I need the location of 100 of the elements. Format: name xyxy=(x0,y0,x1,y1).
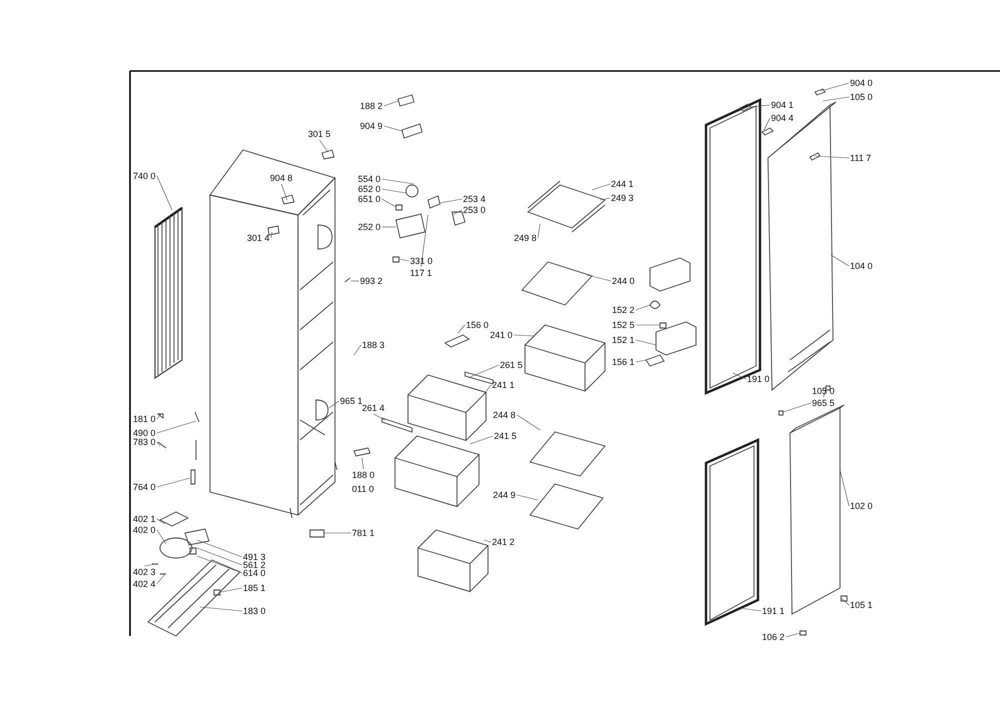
callout-number: 764 0 xyxy=(133,482,156,492)
leader-line xyxy=(750,104,770,108)
leader-line xyxy=(586,274,612,282)
callout-number: 105 0 xyxy=(812,386,835,396)
callout-number: 183 0 xyxy=(243,606,266,616)
leader-line xyxy=(420,214,428,268)
callout-number: 781 1 xyxy=(352,528,375,538)
leader-line xyxy=(636,304,650,310)
callout-number: 904 4 xyxy=(771,113,794,123)
callout-number: 188 3 xyxy=(362,340,385,350)
callout-number: 490 0 xyxy=(133,428,156,438)
leader-line xyxy=(156,518,166,524)
leader-line xyxy=(782,402,812,412)
leader-line xyxy=(822,96,850,102)
callout-number: 152 1 xyxy=(612,335,635,345)
callout-number: 561 2 xyxy=(243,560,266,570)
leader-line xyxy=(636,340,656,346)
callout-number: 301 4 xyxy=(247,233,270,243)
leader-line xyxy=(440,198,462,204)
callout-number: 261 5 xyxy=(500,360,523,370)
leader-line xyxy=(200,606,242,612)
leader-line xyxy=(220,588,242,592)
leader-line xyxy=(764,118,770,130)
callout-number: 301 5 xyxy=(308,129,331,139)
leader-line xyxy=(382,188,406,194)
callout-number: 241 5 xyxy=(494,431,517,441)
leader-line xyxy=(600,198,610,200)
callout-number: 244 9 xyxy=(493,490,516,500)
leader-line xyxy=(820,82,850,92)
leader-line xyxy=(156,530,166,544)
leader-line xyxy=(144,564,156,566)
leader-line xyxy=(382,226,396,228)
leader-line xyxy=(470,364,500,378)
callout-number: 402 1 xyxy=(133,514,156,524)
callout-number: 241 0 xyxy=(490,330,513,340)
leader-line xyxy=(362,458,364,470)
callout-number: 156 1 xyxy=(612,357,635,367)
leader-line xyxy=(538,224,540,238)
leader-line xyxy=(156,574,166,584)
leader-line xyxy=(384,100,398,106)
callout-number: 253 4 xyxy=(463,194,486,204)
callout-number: 152 5 xyxy=(612,320,635,330)
callout-number: 105 0 xyxy=(850,92,873,102)
callout-number: 402 3 xyxy=(133,567,156,577)
callout-number: 105 1 xyxy=(850,600,873,610)
leader-line xyxy=(484,540,492,542)
callout-number: 965 5 xyxy=(812,398,835,408)
callout-number: 252 0 xyxy=(358,222,381,232)
callout-number: 181 0 xyxy=(133,414,156,424)
callout-number: 156 0 xyxy=(466,320,489,330)
leader-line xyxy=(382,178,414,184)
leader-line xyxy=(516,414,540,430)
callout-number: 188 0 xyxy=(352,470,375,480)
callout-number: 244 0 xyxy=(612,276,635,286)
callout-number: 011 0 xyxy=(352,484,374,494)
leader-line xyxy=(514,334,536,336)
callout-number: 740 0 xyxy=(133,171,156,181)
callout-number: 188 2 xyxy=(360,101,383,111)
callout-number: 104 0 xyxy=(850,261,873,271)
leader-line xyxy=(156,442,160,446)
leader-line xyxy=(814,156,850,158)
leader-line xyxy=(354,344,362,356)
callout-number: 106 2 xyxy=(762,632,785,642)
callout-number: 554 0 xyxy=(358,174,381,184)
leader-line xyxy=(484,384,492,394)
callout-number: 244 8 xyxy=(493,410,516,420)
leader-line xyxy=(156,414,162,420)
leader-line xyxy=(452,210,462,216)
callout-number: 241 1 xyxy=(492,380,515,390)
leader-line xyxy=(270,232,272,238)
leader-line xyxy=(373,414,386,420)
callout-number: 102 0 xyxy=(850,501,873,511)
callout-number: 651 0 xyxy=(358,194,381,204)
leader-line xyxy=(156,420,196,434)
leader-line xyxy=(328,400,340,408)
leader-line xyxy=(324,532,352,534)
leader-line xyxy=(636,324,660,326)
callout-number: 904 1 xyxy=(771,100,794,110)
callout-number: 152 2 xyxy=(612,305,635,315)
callout-number: 965 1 xyxy=(340,396,363,406)
leader-line xyxy=(470,436,494,444)
callout-number: 261 4 xyxy=(362,403,385,413)
callout-number: 402 0 xyxy=(133,525,156,535)
leader-line xyxy=(458,324,466,334)
callout-number: 249 3 xyxy=(611,193,634,203)
leader-line xyxy=(281,184,288,200)
callout-number: 111 7 xyxy=(850,153,872,163)
leader-line xyxy=(350,280,360,282)
callout-number: 402 4 xyxy=(133,579,156,589)
callout-number: 244 1 xyxy=(611,179,634,189)
leader-line xyxy=(156,176,172,210)
leader-line xyxy=(830,254,850,266)
leader-line xyxy=(382,198,396,208)
callout-number: 904 8 xyxy=(270,173,293,183)
leader-line xyxy=(516,494,538,500)
callout-number: 904 9 xyxy=(360,121,383,131)
callout-number: 191 0 xyxy=(747,374,770,384)
callout-number: 491 3 xyxy=(243,552,266,562)
leader-line xyxy=(786,632,800,638)
leader-line xyxy=(196,540,242,558)
